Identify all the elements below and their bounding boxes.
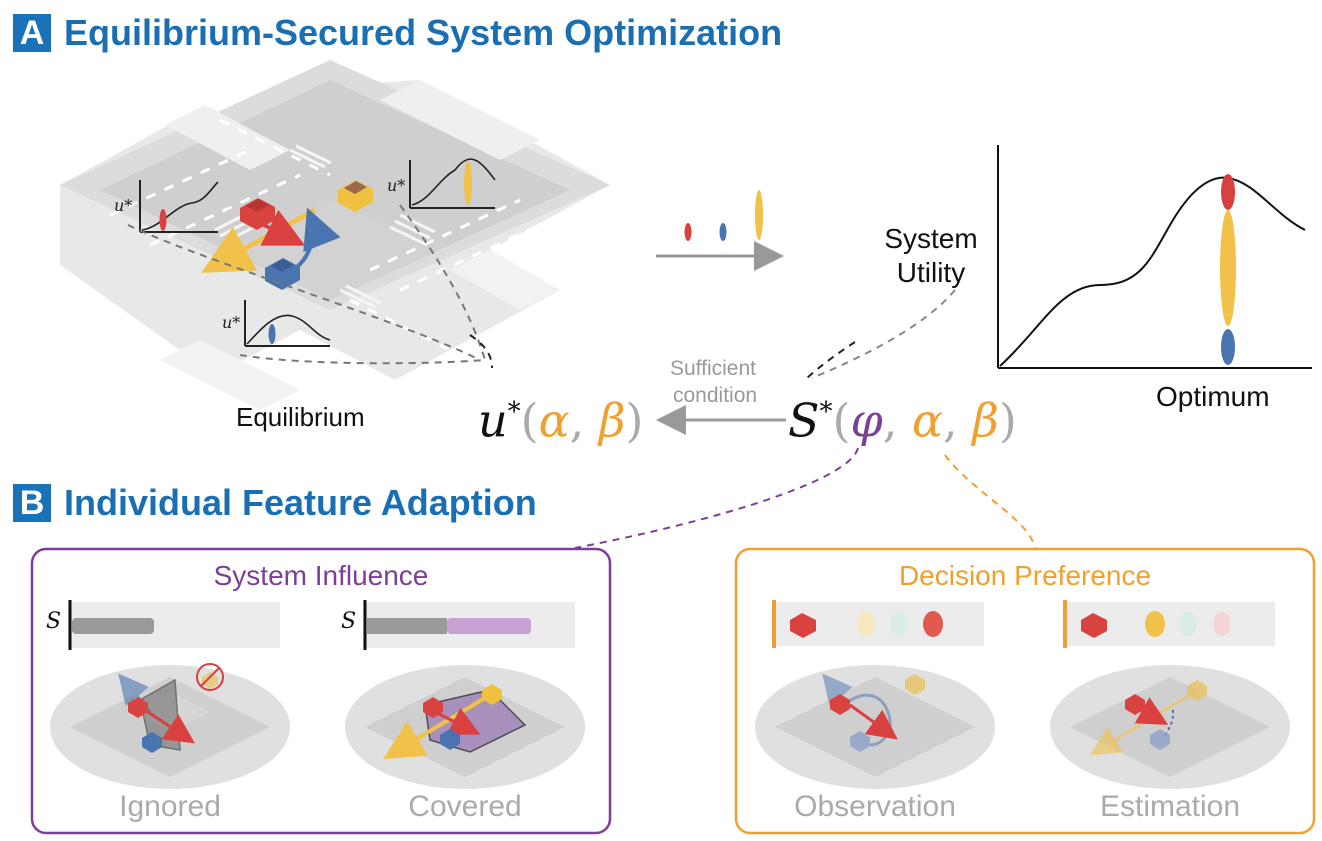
system-influence-panel — [30, 547, 612, 835]
influence-bar-covered — [363, 600, 575, 650]
u-plot-yellow — [409, 158, 496, 209]
utility-xlabel: Optimum — [1156, 381, 1270, 412]
formula-s-symbol: S — [788, 393, 820, 448]
formula-s-phi: φ — [850, 393, 883, 448]
utility-plot — [997, 145, 1312, 369]
s-label-covered: S — [341, 609, 357, 634]
legend-yellow-ellipse — [755, 190, 763, 240]
scene-observation — [755, 665, 995, 789]
scene-estimation — [1050, 665, 1290, 789]
formula-u-alpha: α — [538, 393, 570, 448]
u-plot-red — [139, 180, 219, 233]
section-b-title: Individual Feature Adaption — [64, 482, 537, 523]
u-star-label-red: u* — [114, 196, 133, 215]
influence-bar-ignored — [68, 600, 280, 650]
section-a-badge: A — [13, 14, 51, 52]
formula-s-sup: * — [819, 397, 833, 427]
decision-preference-panel — [734, 547, 1316, 835]
arrow-label-line2: condition — [673, 384, 758, 407]
system-influence-title: System Influence — [213, 560, 429, 591]
yellow-car-icon — [338, 180, 373, 212]
section-a-title: Equilibrium-Secured System Optimization — [64, 12, 783, 53]
formula-s-alpha: α — [911, 393, 944, 448]
formula-u-symbol: u — [478, 393, 508, 448]
u-star-label-blue: u* — [222, 313, 241, 332]
u-star-label-yellow: u* — [387, 176, 406, 195]
caption-ignored: Ignored — [119, 790, 221, 823]
section-b-badge: B — [13, 484, 51, 522]
formula-s-beta: β — [972, 393, 999, 448]
caption-observation: Observation — [794, 790, 956, 823]
preference-row-observation — [772, 600, 984, 648]
scene-covered — [345, 665, 585, 789]
arrow-label-line1: Sufficient — [670, 357, 756, 380]
caption-covered: Covered — [408, 790, 522, 823]
utility-ylabel: System Utility — [884, 223, 978, 288]
preference-row-estimation — [1063, 600, 1275, 648]
s-label-ignored: S — [46, 609, 62, 634]
formula-u: u*(α, β) — [478, 393, 644, 448]
legend-red-ellipse — [684, 223, 692, 241]
red-car-icon — [240, 198, 275, 230]
formula-u-sup: * — [507, 397, 521, 427]
legend-blue-ellipse — [719, 223, 727, 241]
decision-preference-title: Decision Preference — [898, 560, 1152, 591]
u-plot-blue — [244, 300, 331, 347]
caption-estimation: Estimation — [1099, 790, 1241, 823]
scene-ignored — [50, 663, 290, 789]
formula-u-beta: β — [598, 393, 626, 448]
intersection-illustration — [60, 60, 610, 410]
equilibrium-caption: Equilibrium — [236, 402, 365, 432]
formula-s: S*(φ, α, β) — [788, 393, 1017, 448]
